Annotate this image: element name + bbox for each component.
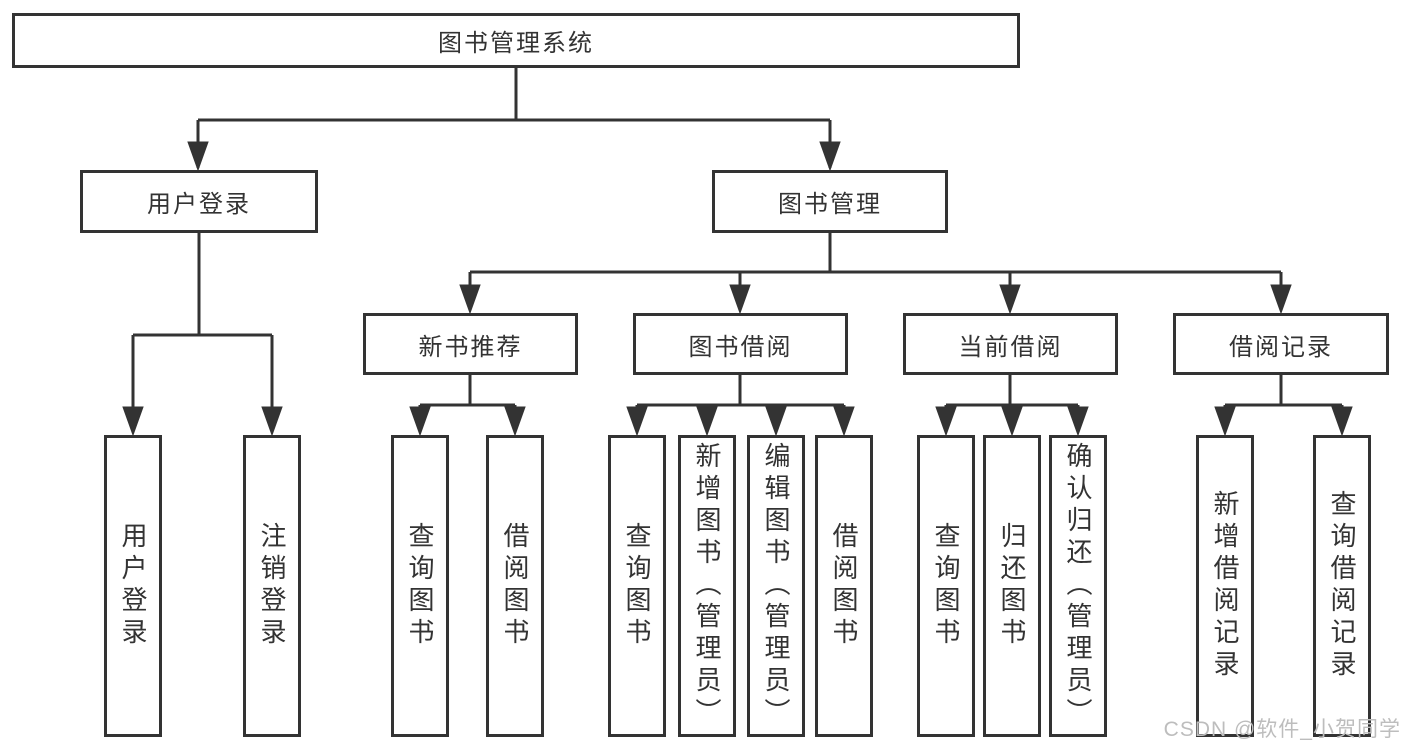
- leaf-query-books-recommend: 查询图书: [391, 435, 449, 737]
- connector-book-management-split: [459, 233, 1292, 315]
- leaf-query-books-current: 查询图书: [917, 435, 975, 737]
- leaf-add-book-admin: 新增图书（管理员）: [678, 435, 736, 737]
- leaf-user-login: 用户登录: [104, 435, 162, 737]
- leaf-borrow-books-borrowing: 借阅图书: [815, 435, 873, 737]
- leaf-query-books-borrowing: 查询图书: [608, 435, 666, 737]
- connector-user-login-split: [122, 233, 283, 437]
- leaf-logout: 注销登录: [243, 435, 301, 737]
- node-current-borrowing: 当前借阅: [903, 313, 1118, 375]
- leaf-borrow-books-recommend: 借阅图书: [486, 435, 544, 737]
- node-book-borrowing: 图书借阅: [633, 313, 848, 375]
- leaf-edit-book-admin: 编辑图书（管理员）: [747, 435, 805, 737]
- node-borrow-records: 借阅记录: [1173, 313, 1389, 375]
- connector-book-borrowing-split: [626, 375, 855, 437]
- leaf-query-borrow-record: 查询借阅记录: [1313, 435, 1371, 737]
- leaf-add-borrow-record: 新增借阅记录: [1196, 435, 1254, 737]
- connector-borrow-records-split: [1214, 375, 1353, 437]
- connector-current-borrowing-split: [935, 375, 1089, 437]
- node-user-login: 用户登录: [80, 170, 318, 233]
- node-root: 图书管理系统: [12, 13, 1020, 68]
- csdn-watermark: CSDN @软件_小贺同学: [1163, 718, 1401, 741]
- node-new-book-recommend: 新书推荐: [363, 313, 578, 375]
- connector-root-split: [187, 68, 841, 172]
- connector-new-book-split: [409, 375, 526, 437]
- node-book-management: 图书管理: [712, 170, 948, 233]
- leaf-confirm-return-admin: 确认归还（管理员）: [1049, 435, 1107, 737]
- leaf-return-books: 归还图书: [983, 435, 1041, 737]
